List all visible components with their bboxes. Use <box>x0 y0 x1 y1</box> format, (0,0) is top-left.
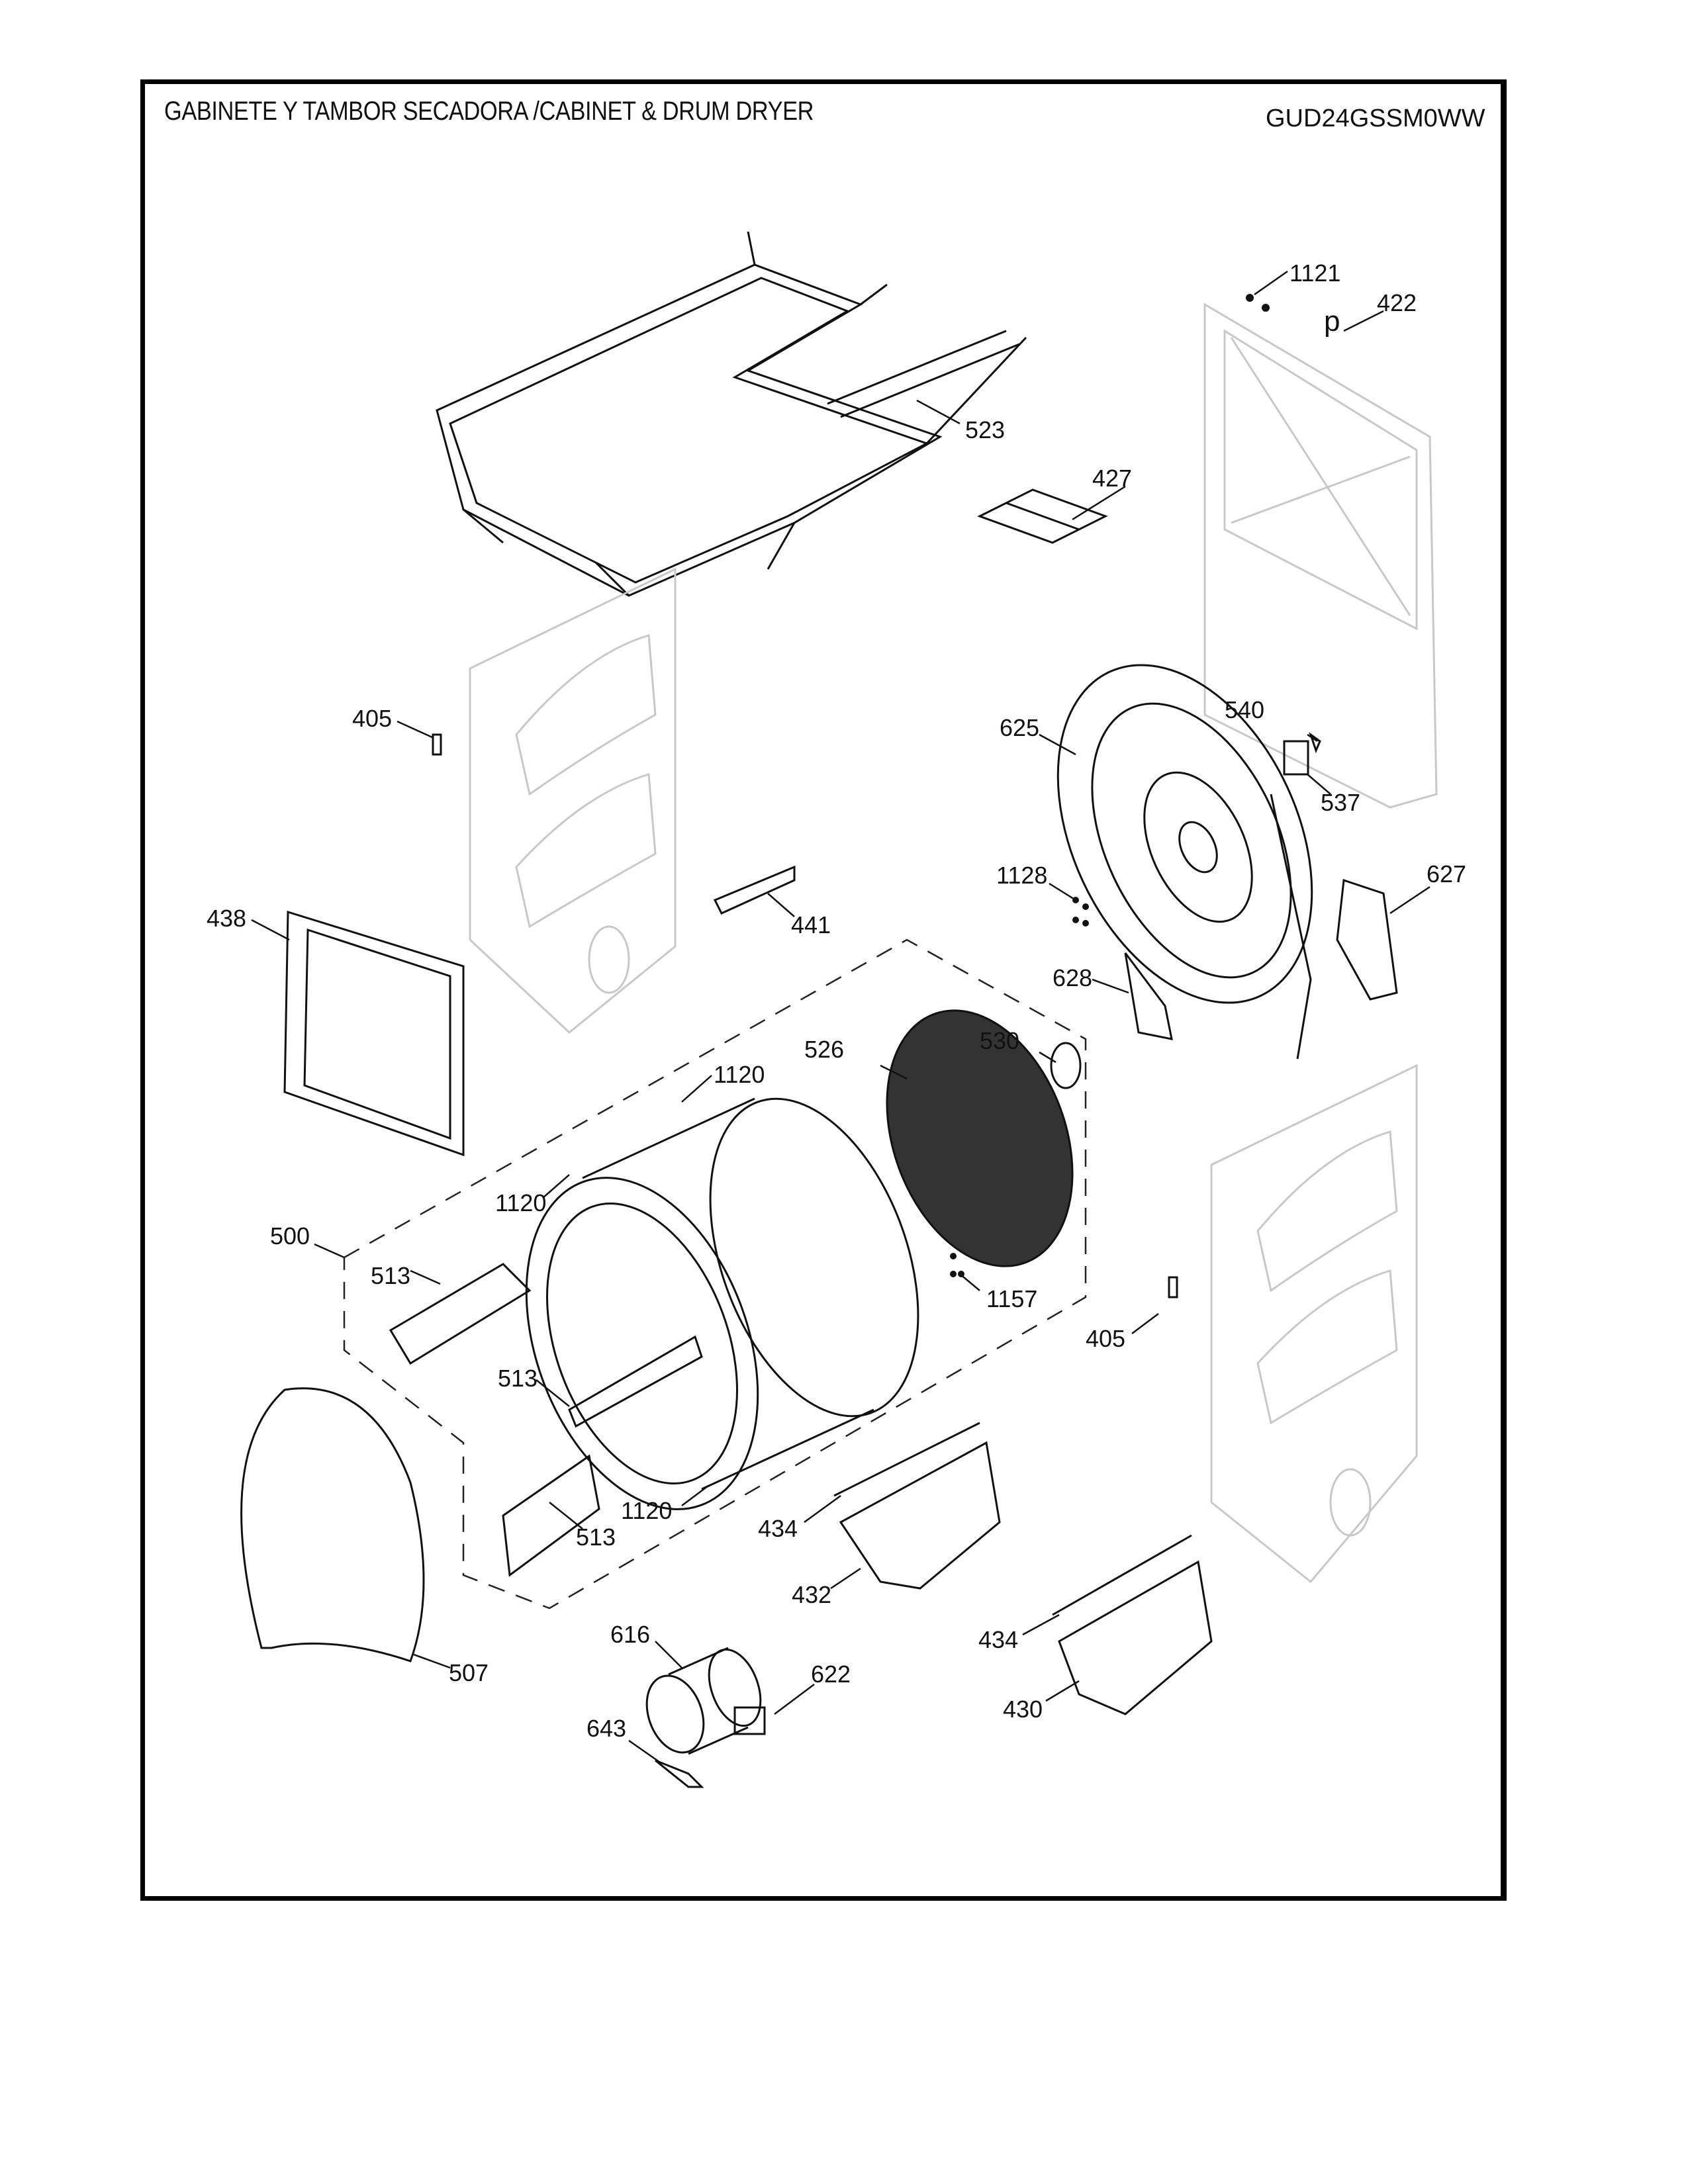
baffle-513-c <box>502 1454 600 1577</box>
part-540 <box>1309 732 1321 754</box>
diagram-border <box>140 79 1507 1901</box>
callout-507: 507 <box>449 1659 489 1686</box>
callout-622: 622 <box>811 1661 851 1688</box>
part-405-right <box>1168 1276 1178 1298</box>
part-530 <box>1050 1042 1082 1089</box>
callout-434-right: 434 <box>978 1626 1018 1653</box>
callout-513-upper: 513 <box>371 1262 410 1289</box>
part-628 <box>1124 952 1173 1040</box>
drum <box>525 1097 919 1510</box>
callout-427: 427 <box>1092 465 1132 492</box>
rear-panel <box>1203 302 1438 809</box>
callout-526: 526 <box>804 1036 844 1063</box>
rod-434-a <box>833 1422 980 1497</box>
callout-625: 625 <box>1000 714 1039 741</box>
callout-513-middle: 513 <box>498 1365 538 1392</box>
callout-1128: 1128 <box>996 862 1047 889</box>
callout-1120-mid: 1120 <box>495 1189 546 1216</box>
rod-434-b <box>1052 1534 1192 1616</box>
base-430 <box>1058 1560 1213 1715</box>
callout-434-left: 434 <box>758 1515 798 1542</box>
seal-507 <box>240 1387 425 1662</box>
callout-422: 422 <box>1377 289 1417 316</box>
drum-assembly-boundary <box>343 938 1087 1610</box>
side-panel-left <box>469 567 677 1034</box>
callout-523: 523 <box>965 416 1005 443</box>
callout-405-lower: 405 <box>1086 1325 1125 1352</box>
drum-back-526 <box>886 1009 1074 1267</box>
side-panel-right <box>1210 1064 1418 1584</box>
callout-405-upper: 405 <box>352 705 392 732</box>
callout-627: 627 <box>1427 860 1466 887</box>
rear-bulkhead-625 <box>1056 664 1313 1060</box>
front-panel-438 <box>283 910 465 1157</box>
callout-1121: 1121 <box>1289 259 1340 287</box>
callout-616: 616 <box>610 1621 650 1648</box>
callout-1157: 1157 <box>986 1285 1037 1312</box>
base-432 <box>839 1441 1001 1590</box>
callout-430: 430 <box>1003 1696 1043 1723</box>
part-537 <box>1283 740 1309 776</box>
callout-438: 438 <box>207 905 246 932</box>
part-622 <box>733 1706 766 1735</box>
callout-432: 432 <box>792 1581 831 1608</box>
callout-628: 628 <box>1053 964 1092 991</box>
callout-1120-top: 1120 <box>714 1061 765 1088</box>
baffle-513-b <box>568 1335 703 1428</box>
callout-530: 530 <box>980 1027 1019 1054</box>
baffle-513-a <box>389 1263 532 1365</box>
callout-1120-bottom: 1120 <box>621 1497 672 1524</box>
part-643 <box>655 1759 704 1788</box>
part-427-sheet <box>977 488 1108 544</box>
part-627 <box>1336 878 1398 1001</box>
model-number: GUD24GSSM0WW <box>1266 105 1485 132</box>
callout-540: 540 <box>1225 696 1264 723</box>
callout-643: 643 <box>586 1715 626 1742</box>
callout-513-lower: 513 <box>576 1524 616 1551</box>
part-441 <box>713 865 796 915</box>
wire-harness-523 <box>436 231 1027 597</box>
screws <box>950 294 1270 1277</box>
part-422-clip: p <box>1324 305 1340 338</box>
diagram-title: GABINETE Y TAMBOR SECADORA /CABINET & DR… <box>164 97 814 126</box>
callout-537: 537 <box>1321 789 1360 816</box>
part-405-left <box>432 733 442 756</box>
heater-616 <box>645 1647 762 1755</box>
callout-500: 500 <box>270 1222 310 1250</box>
leader-lines <box>251 270 1430 1765</box>
callout-441: 441 <box>791 911 831 938</box>
